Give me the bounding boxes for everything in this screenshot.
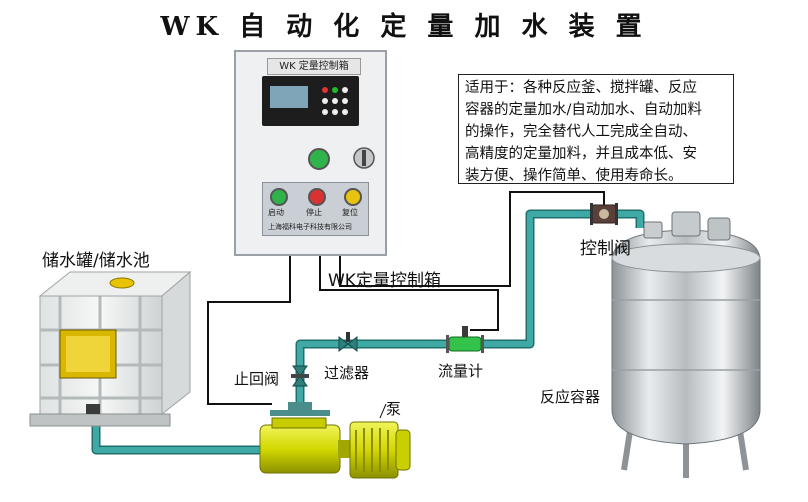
storage-tank [29,270,192,427]
start-button-label: 启动 [268,208,284,217]
power-indicator-light [308,148,330,170]
reactor-label: 反应容器 [540,388,601,406]
reactor-vessel [611,211,761,478]
description-box: 适用于：各种反应釜、搅拌罐、反应 容器的定量加水/自动加水、自动加料 的操作，完… [458,74,734,184]
filter [338,332,358,353]
pump [259,402,411,479]
signal-line-to-flowmeter [319,256,499,331]
controller-display [270,86,308,108]
manufacturer-label: 上海福科电子科技有限公司 [268,223,352,231]
stop-button-label: 停止 [306,208,322,217]
controller-label: WK定量控制箱 [328,271,441,291]
flowmeter [446,326,484,353]
flowmeter-label: 流量计 [438,362,484,380]
signal-line-to-pump [207,256,291,405]
stop-button [308,188,326,206]
check-valve-label: 止回阀 [234,370,280,388]
description-line: 容器的定量加水/自动加水、自动加料 [465,102,702,118]
key-switch-icon [353,147,375,169]
start-button [270,188,288,206]
controller-keypad [322,87,348,115]
reset-button-label: 复位 [342,208,358,217]
control-valve [590,203,618,225]
page-title: WK 自 动 化 定 量 加 水 装 置 [160,12,648,42]
description-line: 高精度的定量加料，并且成本低、安 [465,146,697,162]
check-valve [291,365,309,387]
pump-label: 泵 [386,400,402,418]
signal-line-to-valve [339,191,605,287]
signal-lines [207,191,605,405]
control-valve-label: 控制阀 [580,239,631,259]
description-line: 适用于：各种反应釜、搅拌罐、反应 [465,80,697,96]
cabinet-nameplate: WK 定量控制箱 [267,58,361,75]
description-line: 装方便、操作简单、使用寿命长。 [465,168,683,184]
filter-label: 过滤器 [324,364,370,382]
reset-button [344,188,362,206]
storage-tank-label: 储水罐/储水池 [42,251,150,271]
description-line: 的操作，完全替代人工完成全自动、 [465,124,697,140]
